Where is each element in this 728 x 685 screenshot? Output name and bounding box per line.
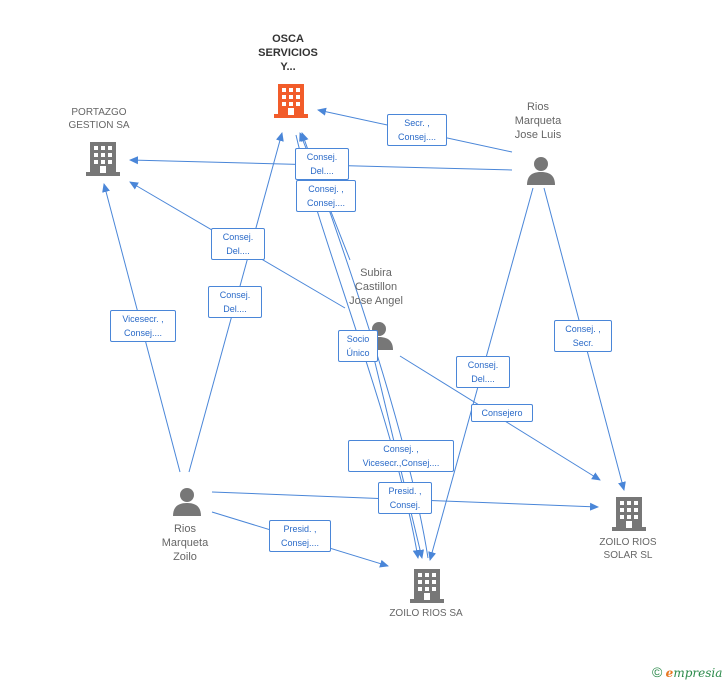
edge-label-presid-consej-1[interactable]: Presid. , Consej.: [378, 482, 432, 514]
edge-label-consej-del-4[interactable]: Consej. Del....: [456, 356, 510, 388]
person-icon-rios-jose-luis[interactable]: [526, 155, 556, 185]
node-zoilo-rios-sa-label: ZOILO RIOS SA: [389, 608, 463, 619]
edge-label-consej-del-3[interactable]: Consej. Del....: [208, 286, 262, 318]
node-rios-jose-luis-label: Rios Marqueta Jose Luis: [514, 101, 562, 141]
node-rios-zoilo-label: Rios Marqueta Zoilo: [161, 523, 209, 563]
edge-label-consejero[interactable]: Consejero: [471, 404, 533, 422]
edge-label-presid-consej-2[interactable]: Presid. , Consej....: [269, 520, 331, 552]
edge-label-secr-consej[interactable]: Secr. , Consej....: [387, 114, 447, 146]
brand-logo: empresia: [665, 666, 723, 680]
edge-label-consej-vicesecr[interactable]: Consej. , Vicesecr.,Consej....: [348, 440, 454, 472]
edge-label-vicesecr-consej[interactable]: Vicesecr. , Consej....: [110, 310, 176, 342]
node-osca-label: OSCA SERVICIOS Y...: [258, 33, 318, 73]
edge-label-consej-consej[interactable]: Consej. , Consej....: [296, 180, 356, 212]
empresia-watermark: © empresia: [652, 664, 722, 680]
edge-label-consej-secr[interactable]: Consej. , Secr.: [554, 320, 612, 352]
edge-label-consej-del-1[interactable]: Consej. Del....: [295, 148, 349, 180]
person-icon-rios-zoilo[interactable]: [172, 486, 202, 516]
node-subira-label: Subira Castillon Jose Angel: [349, 267, 403, 307]
node-portazgo-label: PORTAZGO GESTION SA: [68, 107, 130, 131]
building-icon-osca[interactable]: [274, 82, 308, 118]
edge-label-consej-del-2[interactable]: Consej. Del....: [211, 228, 265, 260]
building-icon-portazgo[interactable]: [86, 140, 120, 176]
copyright-symbol: ©: [652, 664, 663, 680]
building-icon-zoilo-rios-sa[interactable]: [410, 567, 444, 603]
edge-label-socio-unico[interactable]: Socio Único: [338, 330, 378, 362]
node-zoilo-rios-solar-label: ZOILO RIOS SOLAR SL: [599, 537, 657, 561]
building-icon-zoilo-rios-solar[interactable]: [612, 495, 646, 531]
